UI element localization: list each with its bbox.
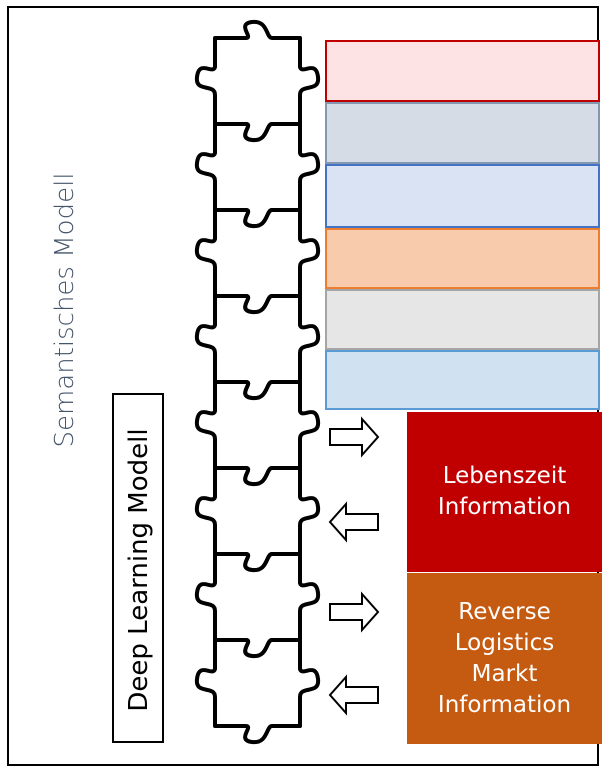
semantic-layer-3 — [325, 164, 600, 228]
arrow-group — [328, 416, 380, 716]
arrow-left-2 — [328, 501, 379, 543]
puzzle-column — [194, 19, 321, 745]
deep-learning-model-box: Deep Learning Modell — [112, 393, 164, 743]
semantic-layer-1 — [325, 40, 600, 102]
arrow-right-1 — [329, 416, 380, 458]
arrow-left-4 — [328, 674, 379, 716]
semantic-layer-6 — [325, 350, 600, 410]
semantic-layer-4 — [325, 228, 600, 289]
reverse-logistics-market-information-box: Reverse Logistics Markt Information — [407, 573, 602, 744]
lifetime-information-box: Lebenszeit Information — [407, 412, 602, 572]
semantic-layer-5 — [325, 289, 600, 350]
puzzle-piece-8 — [194, 638, 321, 745]
arrow-right-3 — [329, 591, 380, 633]
semantic-layer-2 — [325, 102, 600, 164]
